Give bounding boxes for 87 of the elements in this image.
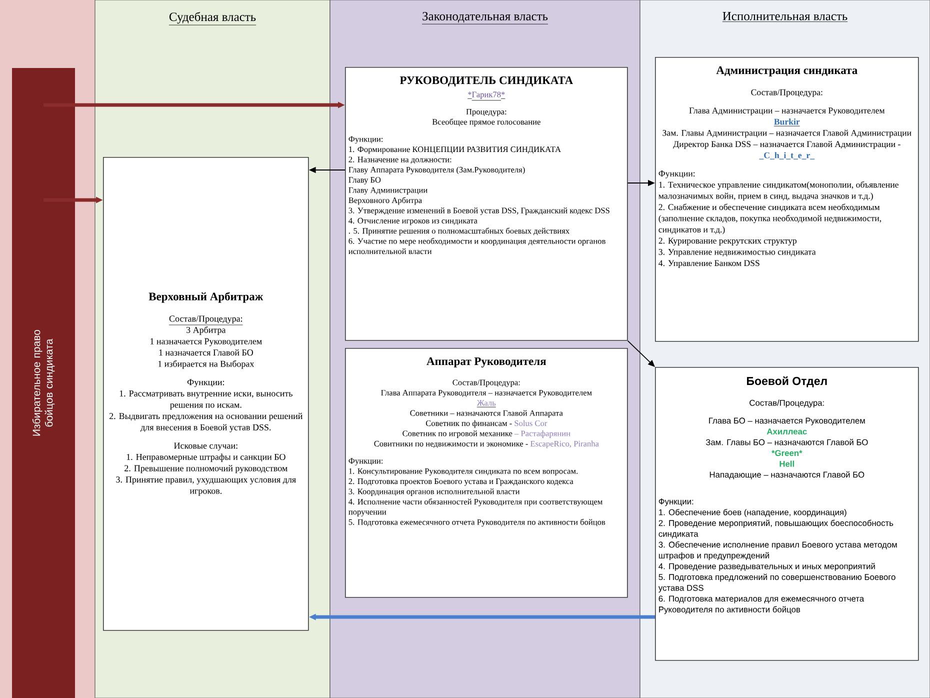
box-text: Функции:: [658, 498, 694, 506]
box-text: 4. Исполнение части обязанностей Руководителя при соответствующем поручении: [348, 498, 602, 516]
box-text: 1. Техническое управление синдикатом(монополии, объявление малозначимых войн, прием в синд, выдача значков и т.д.): [658, 181, 898, 201]
box-text: 3. Координация органов исполнительной власти: [348, 488, 520, 496]
box-text: 2. Подготовка проектов Боевого устава и Гражданского кодекса: [348, 478, 574, 486]
box-text: Глава Аппарата Руководителя – назначается Руководителем: [381, 390, 592, 398]
box-text: Советники – назначаются Главой Аппарата: [410, 410, 563, 418]
box-text: 2. Снабжение и обеспечение синдиката всем необходимым (заполнение складов, покупка необходимой недвижимости, синдикатов и т.д.): [658, 204, 882, 234]
column-heading: Законодательная власть: [422, 12, 548, 24]
box-text: 1. Неправомерные штрафы и санкции БО: [126, 454, 286, 462]
box-text: 5. Подготовка предложений по совершенствованию Боевого устава DSS: [658, 574, 896, 592]
member-name: *: [772, 450, 775, 454]
box-text: Нападающие – назначаются Главой БО: [710, 471, 864, 480]
member-name: *: [500, 92, 506, 99]
org-box: [345, 348, 628, 598]
box-text: 4. Управление Банком DSS: [658, 260, 760, 268]
member-name: Гарик78: [472, 92, 502, 101]
box-text: Состав/Процедура:: [452, 380, 520, 387]
box-text: 3. Утверждение изменений в Боевой устав DSS, Гражданский кодекс DSS: [348, 208, 610, 215]
box-text: Глава Администрации – назначается Руководителем: [689, 108, 885, 116]
member-name: Burkir: [774, 118, 800, 126]
box-text: 3 Арбитра: [186, 326, 226, 335]
box-text: . 5. Принятие решения о полномасштабных боевых действиях: [348, 228, 570, 236]
box-title: Верховный Арбитраж: [148, 292, 264, 303]
box-title: Администрация синдиката: [716, 66, 858, 76]
box-text: Функции:: [187, 379, 224, 388]
box-text: Директор Банка DSS – назначается Главой Администрации -: [673, 140, 900, 149]
box-text: Состав/Процедура:: [751, 89, 822, 98]
box-title: Аппарат Руководителя: [426, 357, 546, 368]
box-text: Главу Администрации: [348, 187, 428, 195]
member-name: Ахиллеас: [766, 428, 807, 434]
box-text: 2. Курирование рекрутских структур: [658, 238, 797, 246]
box-title: Боевой Отдел: [747, 376, 827, 388]
box-text: Советник по игровой механике: [402, 430, 512, 438]
box-text: 4. Отчисление игроков из синдиката: [348, 218, 478, 226]
member-name: _C_h_i_t_e_r_: [759, 152, 815, 160]
box-text: 1. Обеспечение боев (нападение, координация): [659, 508, 846, 517]
box-text: Процедура:: [466, 108, 506, 116]
box-text: Зам. Главы БО – назначаются Главой БО: [706, 438, 868, 446]
box-text: 2. Проведение мероприятий, повышающих боеспособность синдиката: [658, 520, 894, 538]
box-text: 6. Участие по мере необходимости и координация деятельности органов исполнительной власти: [348, 238, 606, 254]
box-text: 1. Консультирование Руководителя синдиката по всем вопросам.: [349, 468, 578, 476]
box-text: Функции:: [348, 458, 383, 466]
box-text: Главу БО: [348, 177, 381, 184]
box-text: Главу Аппарата Руководителя (Зам.Руководителя): [348, 166, 525, 174]
org-box: [655, 57, 919, 342]
org-box: [345, 67, 628, 341]
box-text: 3. Управление недвижимостью синдиката: [658, 248, 816, 257]
box-text: Исковые случаи:: [174, 442, 238, 451]
box-text: Советник по финансам -: [426, 420, 512, 428]
box-text: 3. Обеспечение исполнение правил Боевого устава методом штрафов и предупреждений: [658, 541, 897, 560]
vote-bar: Избирательное право бойцов синдиката: [12, 68, 75, 698]
member-name: EscapeRico, Piranha: [530, 440, 599, 448]
arrow: [627, 340, 655, 367]
box-text: 5. Подготовка ежемесячного отчета Руководителя по активности бойцов: [348, 518, 606, 527]
box-text: 3. Принятие правил, ухудшающих условия для игроков.: [116, 476, 296, 496]
box-text: 2. Превышение полномочий руководством: [124, 465, 288, 474]
member-name: – Растафарянин: [514, 430, 570, 438]
box-text: Верховного Арбитра: [348, 197, 422, 205]
box-text: Состав/Процедура:: [168, 316, 243, 326]
box-text: Зам. Главы Администрации – назначается Главой Администрации: [662, 130, 912, 138]
box-text: 1 назначается Руководителем: [150, 338, 262, 346]
column-heading: Исполнительная власть: [722, 12, 848, 22]
box-text: 2. Назначение на должности:: [348, 156, 452, 164]
member-name: Green: [775, 450, 799, 456]
box-text: Функции:: [348, 136, 383, 144]
box-text: 1. Рассматривать внутренние иски, выносить решения по искам.: [120, 390, 292, 410]
box-text: 1. Формирование КОНЦЕПЦИИ РАЗВИТИЯ СИНДИКАТА: [349, 146, 561, 154]
member-name: *: [467, 92, 472, 99]
column-heading: Судебная власть: [168, 12, 256, 26]
box-text: 6. Подготовка материалов для ежемесячного отчета Руководителя по активности бойцов: [658, 596, 864, 614]
member-name: Жаль: [476, 400, 496, 408]
box-text: 2. Выдвигать предложения на основании решений для внесения в Боевой устав DSS.: [109, 412, 302, 432]
box-text: 1 назначается Главой БО: [159, 349, 253, 356]
member-name: Hell: [780, 460, 794, 467]
org-box: [103, 157, 309, 631]
box-text: 1 избирается на Выборах: [158, 360, 254, 369]
member-name: Solus Cor: [514, 420, 548, 426]
box-text: Совитники по недвижимости и экономике -: [374, 440, 528, 448]
box-text: Всеобщее прямое голосование: [432, 118, 540, 126]
box-title: РУКОВОДИТЕЛЬ СИНДИКАТА: [400, 76, 574, 86]
box-text: Состав/Процедура:: [750, 400, 824, 408]
member-name: *: [799, 450, 802, 454]
box-text: Глава БО – назначается Руководителем: [709, 418, 865, 426]
box-text: 4. Проведение разведывательных и иных мероприятий: [658, 562, 875, 571]
box-text: Функции:: [658, 170, 695, 178]
org-box: [655, 367, 919, 661]
